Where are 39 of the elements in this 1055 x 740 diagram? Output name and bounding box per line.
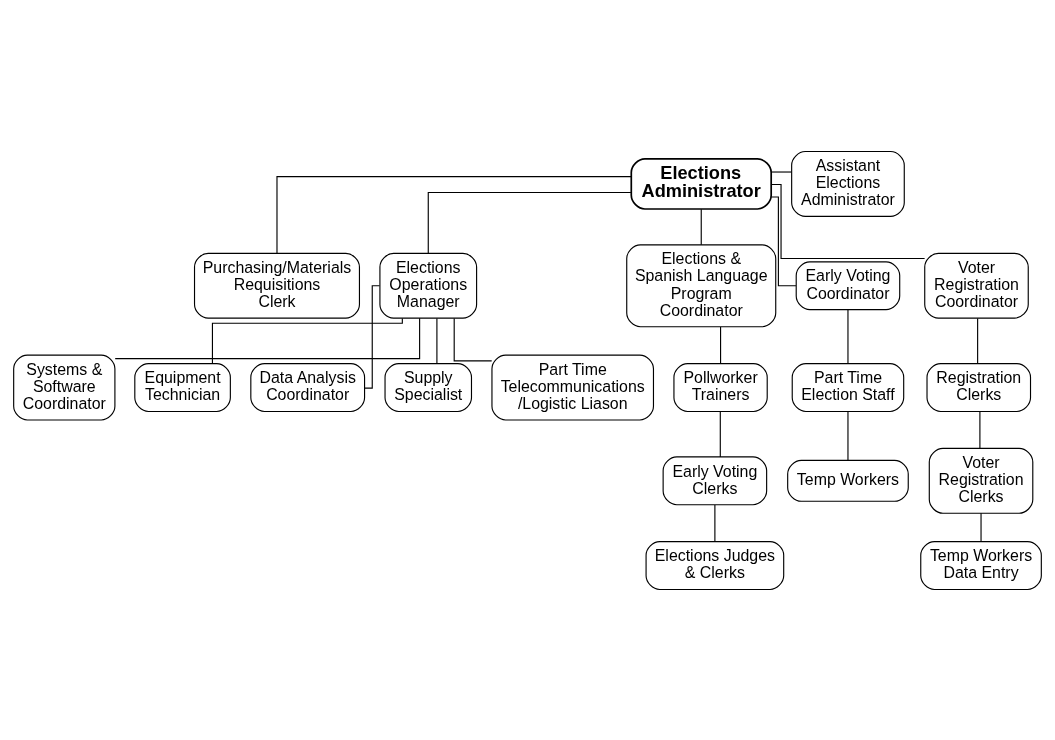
node-box: Elections Judges & Clerks: [645, 540, 785, 590]
connector: [276, 175, 632, 254]
node-box: Early Voting Coordinator: [795, 260, 901, 310]
node-box: Equipment Technician: [134, 362, 231, 412]
node-box: Part Time Election Staff: [791, 362, 905, 412]
connector: [211, 317, 403, 364]
connector: [436, 317, 438, 364]
connector: [114, 317, 421, 359]
node-box: Supply Specialist: [384, 362, 473, 412]
connector: [453, 317, 493, 361]
node-box: Pollworker Trainers: [673, 362, 768, 412]
connector: [427, 191, 632, 254]
node-box: Purchasing/Materials Requisitions Clerk: [193, 252, 360, 319]
node-box: Elections Operations Manager: [379, 252, 478, 319]
node-box: Data Analysis Coordinator: [250, 362, 366, 412]
connector: [720, 325, 722, 364]
node-box: Systems & Software Coordinator: [13, 354, 116, 421]
connector: [770, 196, 797, 286]
connector: [364, 284, 381, 389]
connector: [714, 503, 716, 542]
node-box: Voter Registration Clerks: [928, 447, 1034, 514]
connector: [847, 308, 849, 364]
node-box: Registration Clerks: [926, 362, 1032, 412]
connector: [700, 208, 702, 245]
node-box: Part Time Telecommunications /Logistic Liason: [491, 354, 655, 421]
connector: [847, 410, 849, 461]
node-box: Elections Administrator: [630, 157, 773, 210]
connector: [977, 317, 979, 364]
node-box: Voter Registration Coordinator: [924, 252, 1029, 319]
connector: [771, 170, 792, 173]
node-box: Temp Workers Data Entry: [920, 540, 1042, 590]
node-box: Temp Workers: [787, 459, 909, 502]
connector: [980, 512, 982, 542]
node-box: Elections & Spanish Language Program Coordinator: [626, 243, 777, 327]
node-box: Early Voting Clerks: [662, 455, 768, 505]
connector: [770, 183, 926, 259]
node-box: Assistant Elections Administrator: [791, 150, 905, 217]
connector: [979, 410, 981, 449]
connector: [719, 410, 721, 457]
